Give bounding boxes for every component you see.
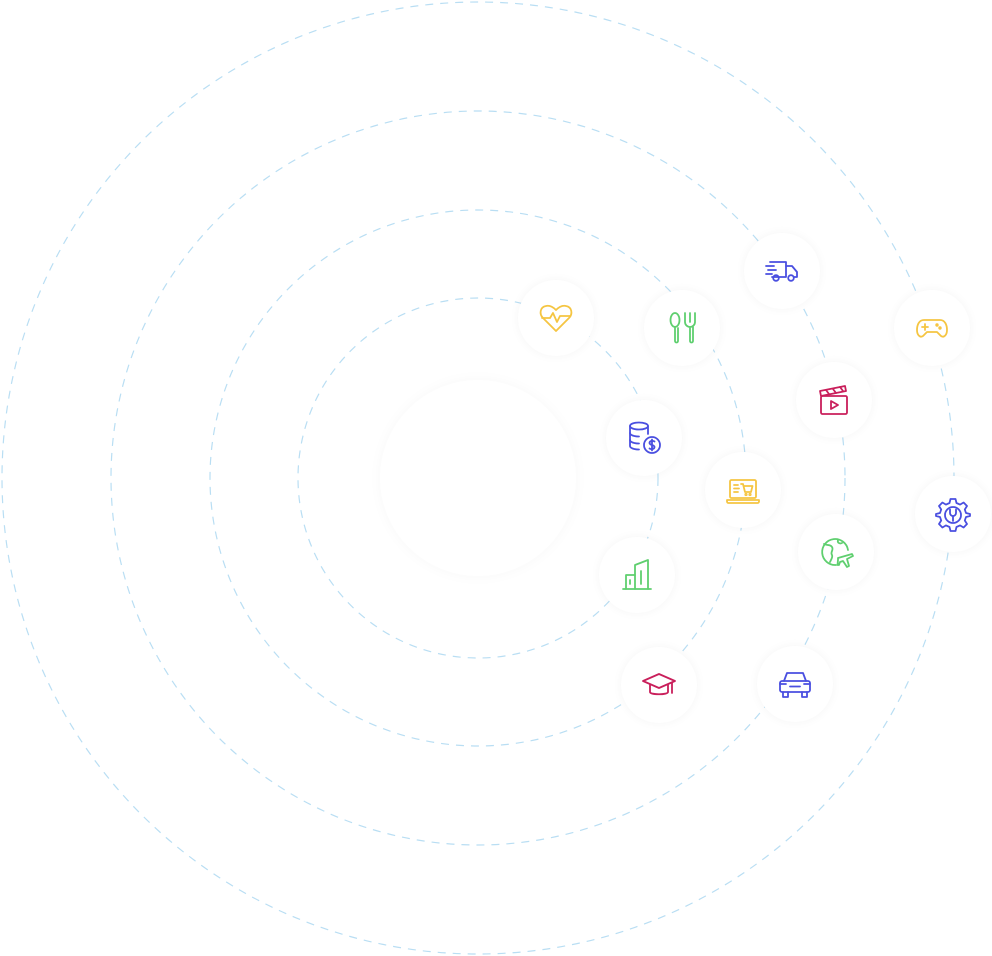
node-food[interactable] [644,290,720,366]
clapperboard-icon [819,385,848,415]
node-delivery[interactable] [744,233,820,309]
node-automotive[interactable] [757,646,833,722]
delivery-truck-icon [765,261,798,282]
node-gaming[interactable] [894,290,970,366]
node-finance[interactable] [606,400,682,476]
gamepad-icon [916,319,948,338]
heart-pulse-icon [539,304,573,332]
spoon-fork-icon [669,312,696,344]
building-icon [622,559,652,590]
laptop-cart-icon [726,479,760,504]
node-services[interactable] [915,476,991,552]
orbit-ring-3 [110,110,846,846]
node-ecommerce[interactable] [705,452,781,528]
orbit-ring-1 [297,297,659,659]
car-icon [779,672,811,698]
node-media[interactable] [796,362,872,438]
coins-dollar-icon [629,421,661,454]
graduation-cap-icon [642,673,676,696]
node-realestate[interactable] [599,537,675,613]
node-education[interactable] [621,647,697,723]
node-health[interactable] [518,280,594,356]
node-travel[interactable] [798,514,874,590]
globe-plane-icon [821,538,854,568]
center-hub [380,380,576,576]
gear-wrench-icon [935,498,971,532]
